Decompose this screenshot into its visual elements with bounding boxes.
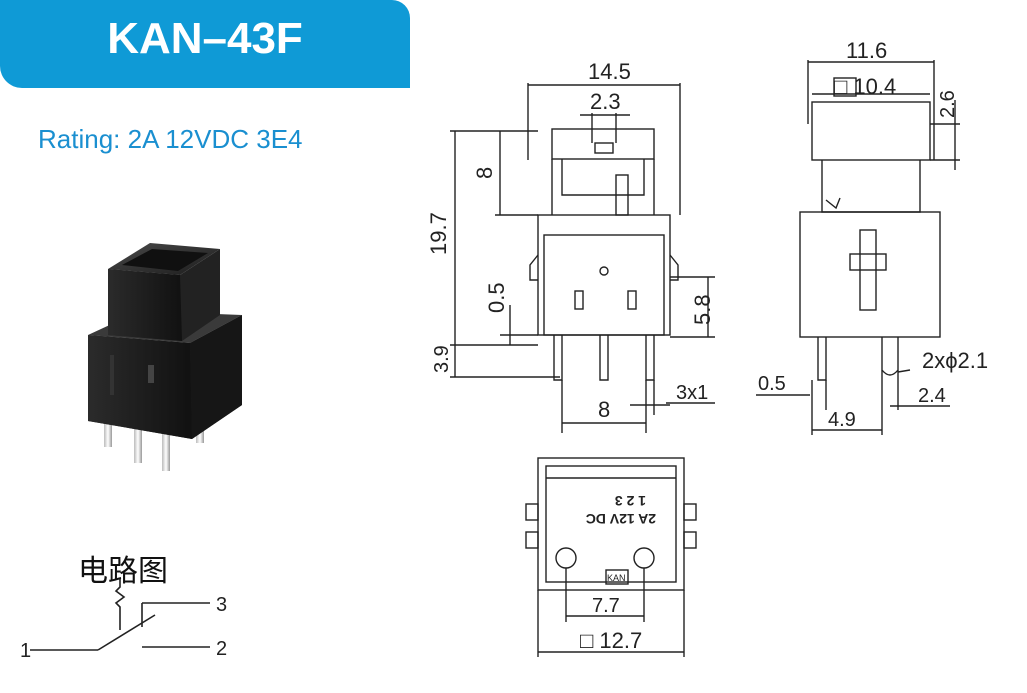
side-outer-width-label: 11.6 bbox=[846, 40, 887, 63]
terminal-1-label: 1 bbox=[20, 640, 31, 662]
front-step-label: 5.8 bbox=[690, 294, 715, 325]
side-cap-width-label: □ 10.4 bbox=[834, 74, 896, 99]
bottom-view-drawing: 1 2 3 2A 12V DC KAN 7.7 □ 12.7 bbox=[525, 457, 697, 657]
side-view-drawing: 11.6 □ 10.4 2.6 2xϕ2.1 0.5 4.9 2.4 bbox=[756, 40, 988, 435]
front-button-width-label: 2.3 bbox=[590, 89, 621, 114]
side-right-spacing-label: 2.4 bbox=[918, 385, 946, 407]
side-cap-height-label: 2.6 bbox=[937, 90, 959, 118]
side-left-spacing-label: 4.9 bbox=[828, 409, 856, 431]
bottom-body-size-label: □ 12.7 bbox=[580, 628, 642, 653]
model-title: KAN–43F bbox=[107, 14, 303, 63]
front-pin-length-label: 3.9 bbox=[431, 345, 453, 373]
front-pitch-label: 8 bbox=[598, 397, 610, 422]
side-pin-offset-label: 0.5 bbox=[758, 373, 786, 395]
terminal-3-label: 3 bbox=[216, 594, 227, 616]
title-banner bbox=[0, 0, 410, 88]
rating-label: Rating: 2A 12VDC 3E4 bbox=[38, 124, 303, 154]
bottom-logo: KAN bbox=[607, 573, 626, 583]
circuit-diagram: 3 2 1 bbox=[20, 579, 227, 662]
front-offset-label: 0.5 bbox=[484, 282, 509, 313]
bottom-hole-pitch-label: 7.7 bbox=[592, 595, 620, 617]
side-pin-diameter-label: 2xϕ2.1 bbox=[922, 348, 988, 373]
circuit-title: 电路图 bbox=[78, 554, 168, 589]
bottom-marking-line1: 1 2 3 bbox=[615, 493, 646, 509]
terminal-2-label: 2 bbox=[216, 638, 227, 660]
front-view-drawing: 14.5 2.3 19.7 8 0.5 3.9 5.8 8 3x1 bbox=[430, 59, 715, 433]
front-pin-size-label: 3x1 bbox=[676, 382, 708, 404]
product-photo bbox=[88, 243, 242, 471]
bottom-marking-line2: 2A 12V DC bbox=[586, 511, 656, 527]
front-total-height-label: 19.7 bbox=[430, 212, 451, 255]
front-button-height-label: 8 bbox=[472, 167, 497, 179]
front-width-label: 14.5 bbox=[588, 59, 631, 84]
